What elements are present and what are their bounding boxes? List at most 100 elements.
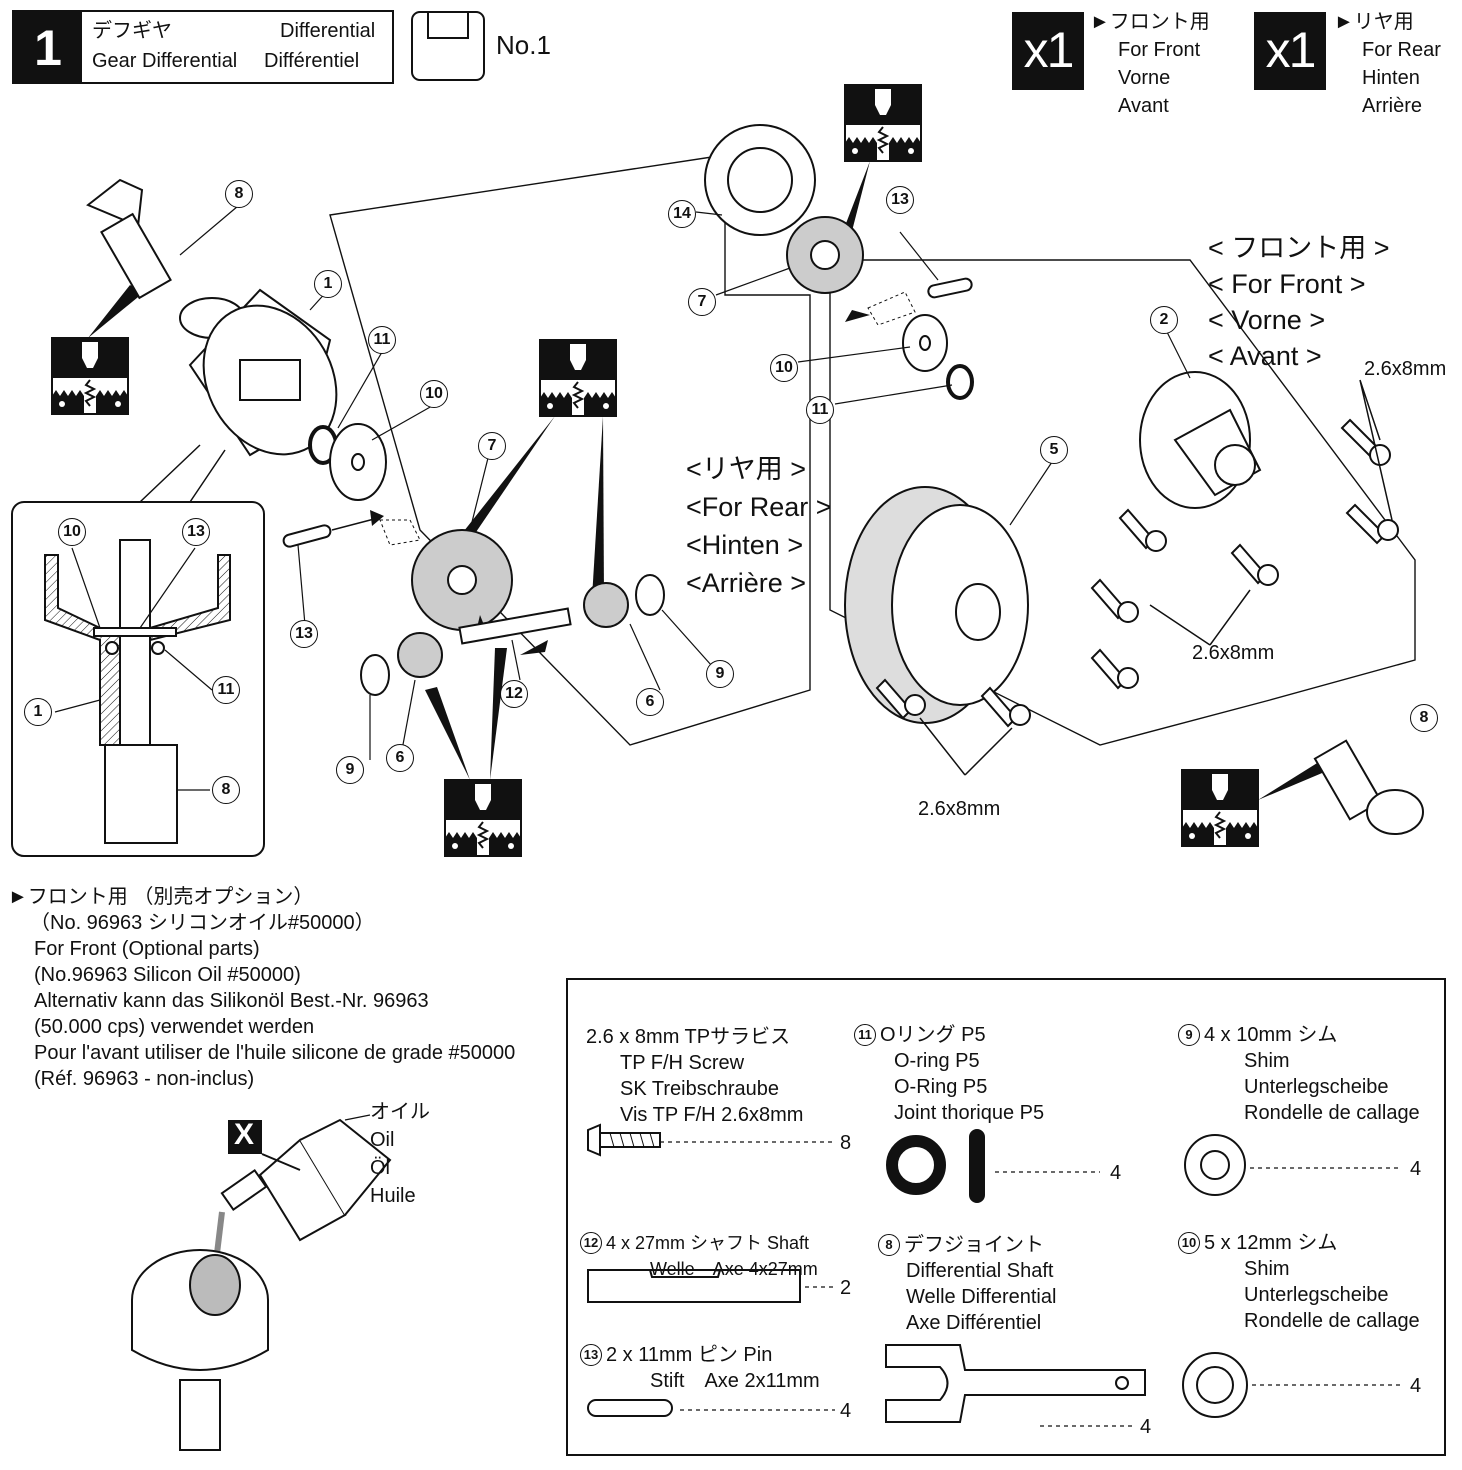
diff-case-oiling — [131, 1249, 269, 1451]
part-oring-qty: 4 — [1110, 1162, 1122, 1184]
spur-gear — [844, 486, 1029, 724]
part-oring-jp: Oリング P5 — [880, 1024, 986, 1046]
part-diffshaft-en: Differential Shaft — [906, 1260, 1054, 1282]
callout-11: 11 — [806, 396, 834, 424]
differential-shaft-right — [1313, 739, 1424, 835]
callout-6: 6 — [386, 744, 414, 772]
part-shim10-de: Unterlegscheibe — [1244, 1284, 1389, 1306]
callout-11: 11 — [212, 676, 240, 704]
callout-14: 14 — [668, 200, 696, 228]
o-ring-side-icon — [969, 1129, 985, 1203]
part-diffshaft-qty: 4 — [1140, 1416, 1152, 1438]
callout-12: 12 — [500, 680, 528, 708]
part-shim9-en: Shim — [1244, 1050, 1290, 1072]
title-en: Gear Differential — [92, 50, 238, 72]
callout-13: 13 — [182, 518, 210, 546]
diff-case — [179, 288, 338, 457]
qty-rear-label: ►リヤ用 For Rear Hinten Arrière — [1334, 11, 1441, 117]
part-oring-de: O-Ring P5 — [894, 1076, 988, 1098]
callout-1: 1 — [314, 270, 342, 298]
callout-8: 8 — [225, 180, 253, 208]
shim — [635, 574, 665, 616]
x-marker — [228, 1120, 262, 1154]
callout-9: 9 — [336, 756, 364, 784]
part-diffshaft-fr: Axe Différentiel — [906, 1312, 1042, 1334]
part-shaft-jp: 4 x 27mm シャフト Shaft — [606, 1233, 810, 1253]
qty-badge-front: x1 — [1012, 12, 1084, 90]
step-number: 1 — [14, 12, 82, 82]
callout-13: 13 — [886, 186, 914, 214]
part-shaft-qty: 2 — [840, 1277, 852, 1299]
title-de: Differential — [280, 20, 376, 42]
screw — [875, 418, 1399, 728]
part-num-13: 13 — [580, 1344, 602, 1366]
oil-bottle — [220, 1118, 392, 1242]
callout-10: 10 — [58, 518, 86, 546]
callout-7: 7 — [688, 288, 716, 316]
callout-10: 10 — [420, 380, 448, 408]
grease-icon — [51, 337, 129, 415]
part-num-12: 12 — [580, 1232, 602, 1254]
grease-icon — [1181, 769, 1259, 847]
oil-note: ►フロント用 （別売オプション） （No. 96963 シリコンオイル#5000… — [8, 886, 516, 1090]
qty-front-label: ►フロント用 For Front Vorne Avant — [1090, 11, 1210, 117]
part-screw-qty: 8 — [840, 1132, 852, 1154]
part-oring-en: O-ring P5 — [894, 1050, 980, 1072]
x-marker-label: X — [234, 1118, 255, 1151]
part-shim10-jp: 5 x 12mm シム — [1204, 1232, 1338, 1254]
part-diffshaft-de: Welle Differential — [906, 1286, 1057, 1308]
shaft — [458, 607, 572, 645]
rear-label: <リヤ用 > <For Rear > <Hinten > <Arrière > — [686, 454, 832, 598]
part-num-11: 11 — [854, 1024, 876, 1046]
callout-7: 7 — [478, 432, 506, 460]
part-diffshaft-jp: デフジョイント — [904, 1234, 1044, 1256]
part-shaft-defr: Welle Axe 4x27mm — [650, 1259, 818, 1279]
differential-shaft-left — [86, 178, 172, 300]
callout-11: 11 — [368, 326, 396, 354]
pin — [927, 277, 973, 299]
part-screw-fr: Vis TP F/H 2.6x8mm — [620, 1104, 804, 1126]
callout-9: 9 — [706, 660, 734, 688]
bag-icon — [411, 11, 485, 81]
callout-5: 5 — [1040, 436, 1068, 464]
part-shim9-jp: 4 x 10mm シム — [1204, 1024, 1338, 1046]
part-screw-de: SK Treibschraube — [620, 1078, 779, 1100]
part-shim10-fr: Rondelle de callage — [1244, 1310, 1420, 1332]
o-ring — [946, 364, 974, 400]
callout-2: 2 — [1150, 306, 1178, 334]
grease-icon — [539, 339, 617, 417]
title-jp: デフギヤ — [92, 20, 172, 42]
part-pin-qty: 4 — [840, 1400, 852, 1422]
part-shim10-en: Shim — [1244, 1258, 1290, 1280]
part-shim10-qty: 4 — [1410, 1375, 1422, 1397]
o-ring-icon — [886, 1135, 946, 1195]
parts-list — [566, 978, 1446, 1456]
screw-size-label: 2.6x8mm — [918, 798, 1001, 820]
differential-shaft-icon — [885, 1344, 1146, 1423]
pin-icon — [587, 1399, 673, 1417]
grease-icon — [444, 779, 522, 857]
bevel-gear — [411, 529, 513, 631]
part-oring-fr: Joint thorique P5 — [894, 1102, 1045, 1124]
callout-8: 8 — [1410, 704, 1438, 732]
part-screw-en: TP F/H Screw — [620, 1052, 745, 1074]
diff-case-front — [1139, 371, 1262, 509]
pin — [282, 524, 332, 548]
part-pin-defr: Stift Axe 2x11mm — [650, 1370, 820, 1392]
part-num-8: 8 — [878, 1234, 900, 1256]
step-header: 1 デフギヤ Gear Differential Differential Di… — [12, 10, 394, 84]
small-gear — [397, 582, 629, 678]
part-screw-jp: 2.6 x 8mm TPサラビス — [586, 1026, 791, 1048]
grease-icon — [844, 84, 922, 162]
callout-8: 8 — [212, 776, 240, 804]
part-shim9-qty: 4 — [1410, 1158, 1422, 1180]
bag-label: No.1 — [496, 30, 551, 60]
part-shim9-de: Unterlegscheibe — [1244, 1076, 1389, 1098]
callout-10: 10 — [770, 354, 798, 382]
qty-badge-rear: x1 — [1254, 12, 1326, 90]
part-shim9-fr: Rondelle de callage — [1244, 1102, 1420, 1124]
callout-1: 1 — [24, 698, 52, 726]
callout-13: 13 — [290, 620, 318, 648]
title-fr: Différentiel — [264, 50, 360, 72]
